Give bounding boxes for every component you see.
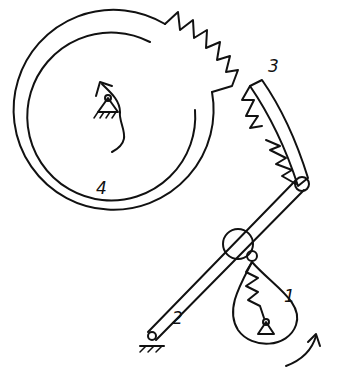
spring <box>266 140 296 184</box>
joint <box>148 332 156 340</box>
cam <box>233 262 297 344</box>
rack-link <box>250 80 308 186</box>
cam-spring <box>246 262 264 318</box>
rotation-arrow <box>102 84 124 152</box>
rotation-arrow <box>286 336 316 366</box>
rack-teeth <box>242 86 262 128</box>
ground-hatch <box>140 346 162 352</box>
pivot-support <box>98 98 118 112</box>
gear-inner-arc <box>27 33 195 201</box>
arrow-head <box>96 82 112 96</box>
lever-link <box>148 180 304 340</box>
gear-outline <box>14 10 214 210</box>
ground-hatch <box>94 112 116 118</box>
arrow-head <box>308 334 320 346</box>
joint <box>295 177 309 191</box>
part-number: 1 <box>284 288 295 305</box>
roller <box>223 229 253 259</box>
joint <box>247 251 257 261</box>
part-number: 4 <box>96 180 107 197</box>
part-number: 3 <box>268 58 279 75</box>
part-number: 2 <box>172 310 183 327</box>
gear-teeth <box>165 12 238 92</box>
pivot-support <box>258 322 274 334</box>
